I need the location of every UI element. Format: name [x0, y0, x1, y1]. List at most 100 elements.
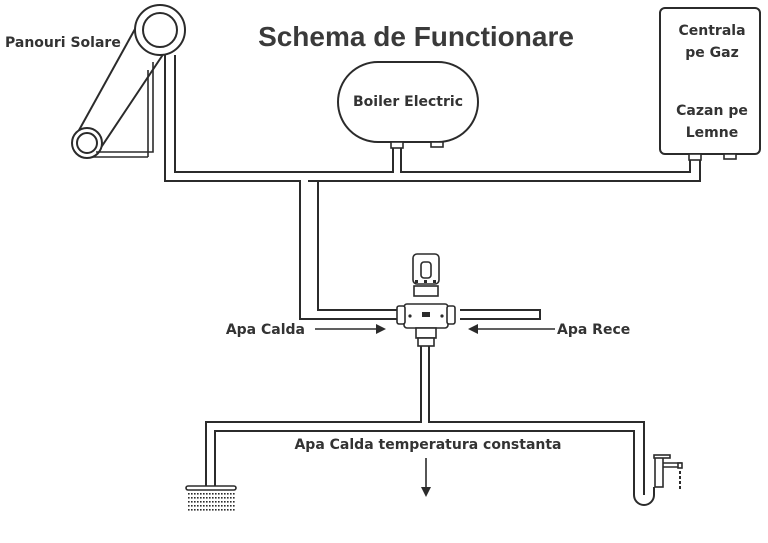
shower-spray-dot	[200, 505, 202, 507]
electric-boiler-icon	[337, 61, 479, 149]
shower-spray-dot	[227, 509, 229, 511]
shower-spray-dot	[227, 501, 229, 503]
shower-spray-dot	[203, 505, 205, 507]
water-drop	[679, 476, 681, 479]
shower-spray-dot	[221, 493, 223, 495]
shower-spray-dot	[206, 501, 208, 503]
faucet-icon	[633, 454, 683, 506]
shower-spray-dot	[203, 497, 205, 499]
shower-spray-dot	[215, 501, 217, 503]
label-wood-boiler-line1: Cazan pe	[676, 103, 748, 119]
shower-spray-dot	[221, 505, 223, 507]
shower-spray-dot	[209, 505, 211, 507]
shower-spray-dot	[233, 497, 235, 499]
mixing-valve-icon	[396, 253, 456, 347]
shower-spray-dot	[230, 501, 232, 503]
shower-spray-dot	[230, 497, 232, 499]
shower-spray-dot	[215, 509, 217, 511]
shower-spray-dot	[209, 501, 211, 503]
shower-spray-dot	[188, 497, 190, 499]
mixed-water-outlet-pipes	[205, 346, 645, 487]
label-gas-boiler-line2: pe Gaz	[685, 45, 738, 61]
shower-spray-dot	[203, 501, 205, 503]
hot-water-supply-pipes	[164, 55, 701, 320]
shower-spray-dot	[206, 497, 208, 499]
shower-spray-dot	[209, 509, 211, 511]
shower-spray-dot	[221, 501, 223, 503]
shower-spray-dot	[197, 497, 199, 499]
shower-spray-dot	[215, 497, 217, 499]
shower-spray-dot	[227, 505, 229, 507]
shower-spray-dot	[191, 501, 193, 503]
shower-spray-dot	[188, 501, 190, 503]
shower-spray-dot	[218, 493, 220, 495]
shower-spray-dot	[221, 497, 223, 499]
shower-spray-dot	[200, 493, 202, 495]
shower-spray-dot	[194, 497, 196, 499]
shower-spray-dot	[203, 493, 205, 495]
shower-spray-dot	[200, 497, 202, 499]
shower-head-icon	[185, 485, 237, 511]
label-cold-water-in: Apa Rece	[557, 322, 630, 338]
shower-spray-dot	[221, 509, 223, 511]
shower-spray-dot	[227, 497, 229, 499]
water-drop	[679, 471, 681, 474]
shower-spray-dot	[203, 509, 205, 511]
gas-wood-boiler-icon	[659, 7, 761, 161]
shower-spray-dot	[194, 501, 196, 503]
label-constant-temp-out: Apa Calda temperatura constanta	[294, 437, 561, 453]
shower-spray-dot	[188, 505, 190, 507]
shower-spray-dot	[233, 509, 235, 511]
label-hot-water-in: Apa Calda	[226, 322, 305, 338]
shower-spray-dot	[218, 509, 220, 511]
water-drop	[679, 486, 681, 489]
shower-spray-dot	[233, 493, 235, 495]
shower-spray-dot	[212, 501, 214, 503]
shower-spray-dot	[209, 493, 211, 495]
shower-spray-dot	[215, 505, 217, 507]
shower-spray-dot	[197, 509, 199, 511]
solar-panel-icon	[71, 4, 186, 159]
shower-spray-dot	[233, 505, 235, 507]
shower-spray-dot	[224, 497, 226, 499]
shower-spray-dot	[200, 509, 202, 511]
water-drop	[679, 481, 681, 484]
hot-water-arrow-icon	[315, 324, 386, 334]
shower-spray-dot	[194, 509, 196, 511]
shower-spray-dot	[197, 505, 199, 507]
label-solar-panels: Panouri Solare	[5, 35, 121, 51]
shower-spray-dot	[191, 509, 193, 511]
shower-spray-dot	[188, 493, 190, 495]
outlet-down-arrow-icon	[421, 458, 431, 497]
shower-spray-dot	[230, 509, 232, 511]
shower-spray-dot	[224, 509, 226, 511]
shower-spray-dot	[191, 493, 193, 495]
shower-spray-dot	[215, 493, 217, 495]
shower-spray-dot	[218, 501, 220, 503]
shower-spray-dot	[206, 509, 208, 511]
shower-spray-dot	[194, 493, 196, 495]
shower-spray-dot	[233, 501, 235, 503]
shower-spray-dot	[197, 493, 199, 495]
shower-spray-dot	[209, 497, 211, 499]
shower-spray-dot	[188, 509, 190, 511]
label-electric-boiler: Boiler Electric	[353, 94, 463, 110]
shower-spray-dot	[206, 505, 208, 507]
shower-spray-dot	[218, 497, 220, 499]
shower-spray-dot	[200, 501, 202, 503]
shower-spray-dot	[230, 505, 232, 507]
shower-spray-dot	[224, 493, 226, 495]
cold-water-arrow-icon	[468, 324, 555, 334]
shower-spray-dot	[212, 509, 214, 511]
shower-spray-dot	[197, 501, 199, 503]
shower-spray-dot	[224, 505, 226, 507]
shower-spray-dot	[230, 493, 232, 495]
label-gas-boiler-line1: Centrala	[678, 23, 745, 39]
shower-spray-dot	[206, 493, 208, 495]
shower-spray-dot	[224, 501, 226, 503]
shower-spray-dot	[191, 505, 193, 507]
diagram-title: Schema de Functionare	[258, 21, 574, 52]
shower-spray-dot	[212, 493, 214, 495]
shower-spray-dot	[218, 505, 220, 507]
